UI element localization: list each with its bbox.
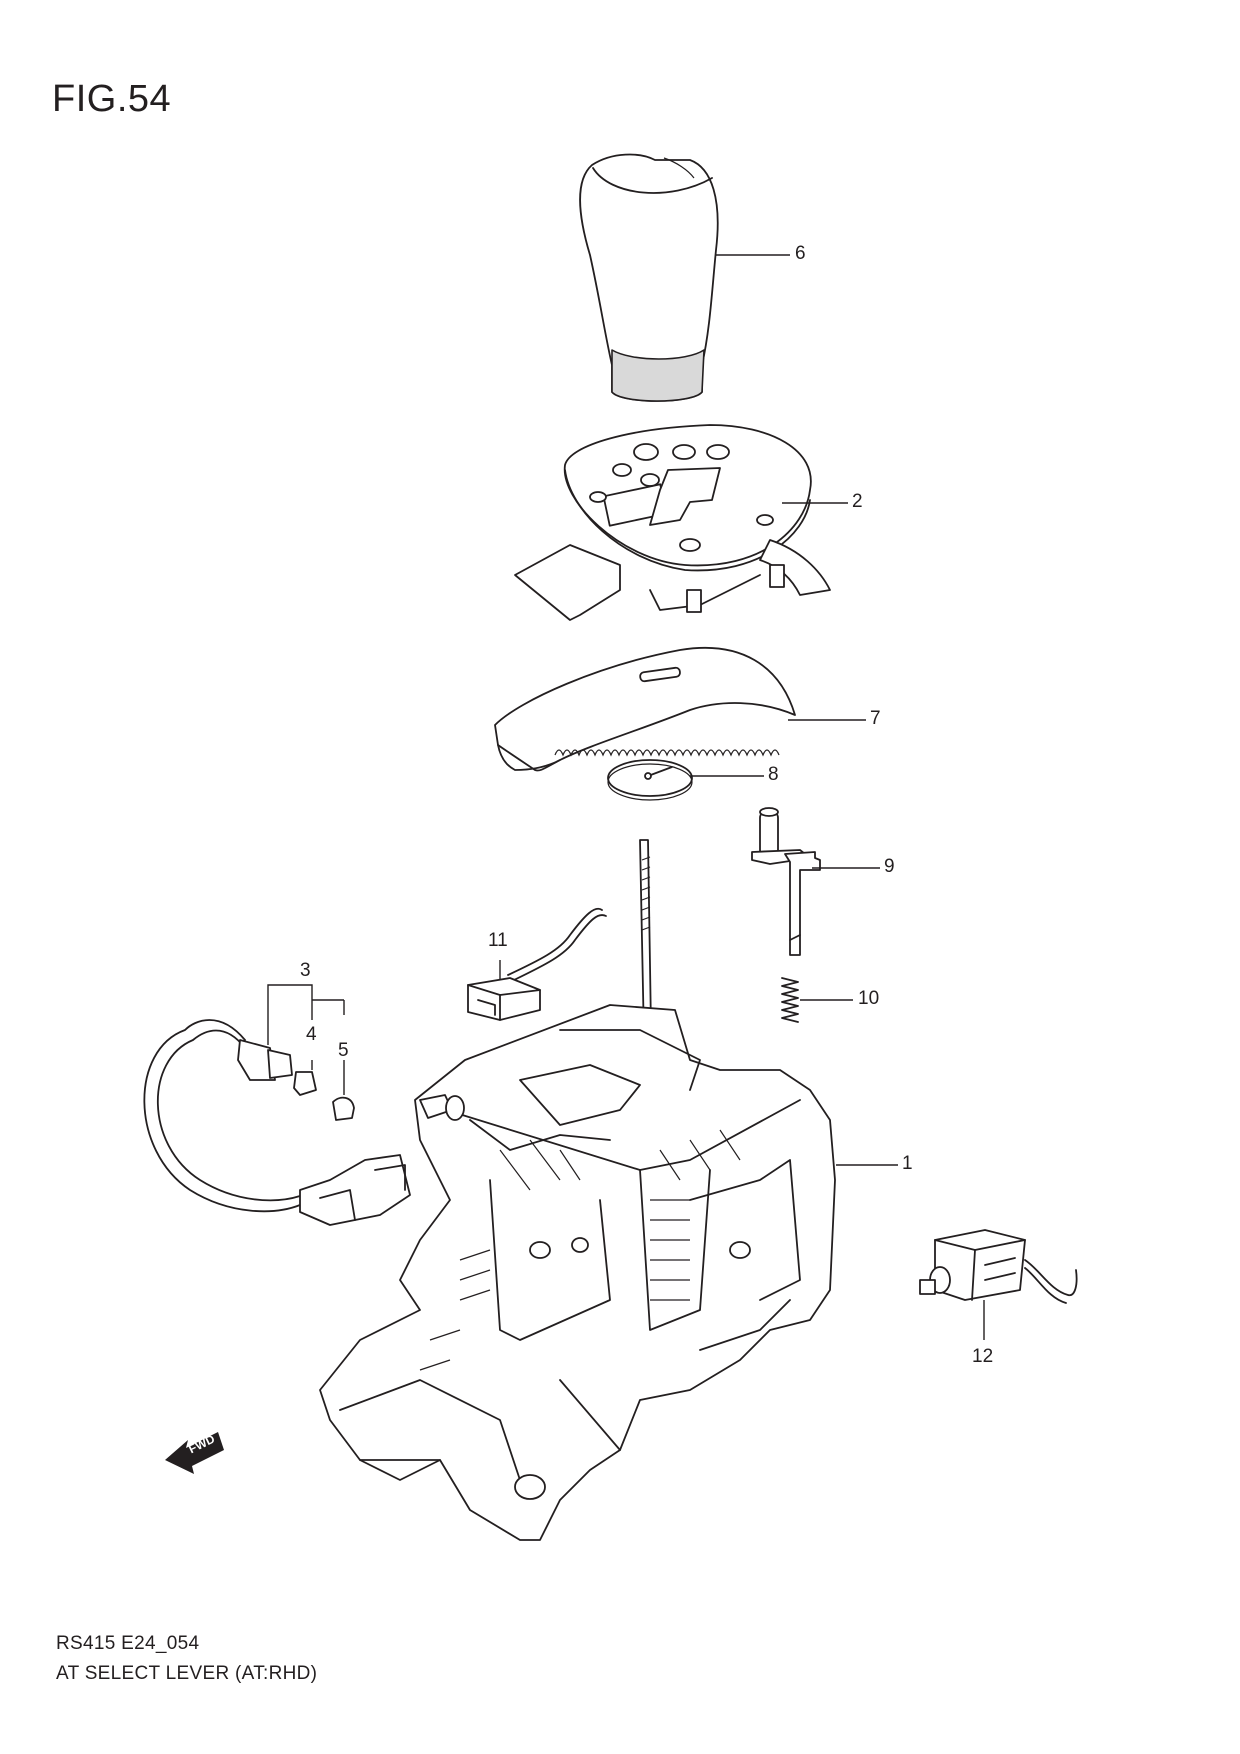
callout-6: 6 bbox=[795, 243, 806, 264]
shift-knob-part bbox=[579, 153, 719, 402]
callout-4: 4 bbox=[306, 1024, 317, 1045]
callout-3: 3 bbox=[300, 960, 311, 981]
callout-12: 12 bbox=[972, 1346, 994, 1367]
diagram-name: AT SELECT LEVER (AT:RHD) bbox=[56, 1663, 318, 1684]
indicator-plate-part bbox=[514, 424, 831, 621]
callout-9: 9 bbox=[884, 856, 895, 877]
slide-cover-part bbox=[494, 646, 796, 772]
fwd-direction-arrow bbox=[165, 1432, 224, 1474]
connector-part bbox=[467, 907, 607, 1021]
callout-2: 2 bbox=[852, 491, 863, 512]
callout-11: 11 bbox=[488, 930, 508, 951]
washer-part bbox=[607, 759, 693, 801]
figure-title: FIG.54 bbox=[52, 78, 172, 120]
solenoid-part bbox=[919, 1229, 1078, 1304]
spring-part bbox=[781, 977, 799, 1023]
lamp-harness-part bbox=[143, 1019, 411, 1226]
leader-lines bbox=[267, 254, 985, 1340]
diagram-code: RS415 E24_054 bbox=[56, 1633, 200, 1654]
callout-10: 10 bbox=[858, 988, 880, 1009]
pin-bracket-part bbox=[751, 807, 821, 956]
callout-5: 5 bbox=[338, 1040, 349, 1061]
callout-1: 1 bbox=[902, 1153, 913, 1174]
callout-7: 7 bbox=[870, 708, 881, 729]
callout-8: 8 bbox=[768, 764, 779, 785]
select-lever-base-part bbox=[319, 839, 836, 1541]
